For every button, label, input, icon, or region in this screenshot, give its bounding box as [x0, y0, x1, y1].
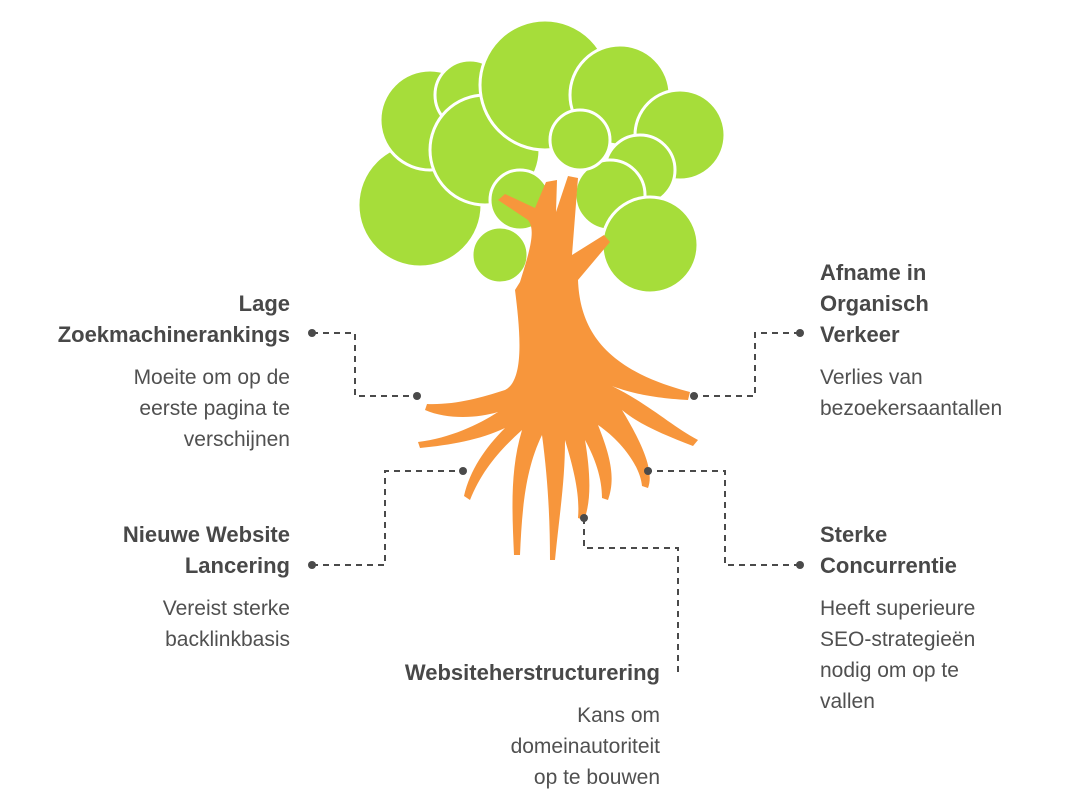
item-title: Lage Zoekmachinerankings — [57, 291, 290, 347]
item-description: Kans om domeinautoriteit op te bouwen — [510, 704, 660, 789]
item-websiteherstructurering: Websiteherstructurering Kans om domeinau… — [340, 657, 660, 793]
connector-lage — [312, 332, 417, 397]
item-description: Moeite om op de eerste pagina te verschi… — [133, 366, 290, 451]
connector-herstruct — [583, 518, 679, 672]
connector-sterk — [648, 470, 800, 566]
item-afname-in-organisch-verkeer: Afname in Organisch Verkeer Verlies van … — [820, 257, 1070, 424]
item-description: Vereist sterke backlinkbasis — [162, 597, 290, 651]
item-description: Heeft superieure SEO-strategieën nodig o… — [820, 597, 976, 713]
connector-lage-dot — [308, 329, 316, 337]
tree-foliage — [356, 18, 727, 295]
connector-afname-dot — [690, 392, 698, 400]
connector-sterk-dot — [644, 467, 652, 475]
item-title: Nieuwe Website Lancering — [122, 522, 290, 578]
item-description: Verlies van bezoekersaantallen — [820, 366, 1003, 420]
tree-trunk — [418, 176, 698, 560]
connector-herstruct-dot — [580, 514, 588, 522]
connector-nieuw-dot — [308, 561, 316, 569]
item-title: Afname in Organisch Verkeer — [820, 260, 929, 347]
item-nieuwe-website-lancering: Nieuwe Website Lancering Vereist sterke … — [0, 519, 290, 655]
item-lage-zoekmachinerankings: Lage Zoekmachinerankings Moeite om op de… — [0, 288, 290, 455]
connector-nieuw-dot — [459, 467, 467, 475]
item-sterke-concurrentie: Sterke Concurrentie Heeft superieure SEO… — [820, 519, 1070, 717]
connector-afname-dot — [796, 329, 804, 337]
connector-lage-dot — [413, 392, 421, 400]
connector-afname — [694, 332, 800, 397]
connector-sterk-dot — [796, 561, 804, 569]
connector-nieuw — [312, 470, 463, 566]
item-title: Sterke Concurrentie — [820, 522, 957, 578]
item-title: Websiteherstructurering — [404, 660, 660, 685]
